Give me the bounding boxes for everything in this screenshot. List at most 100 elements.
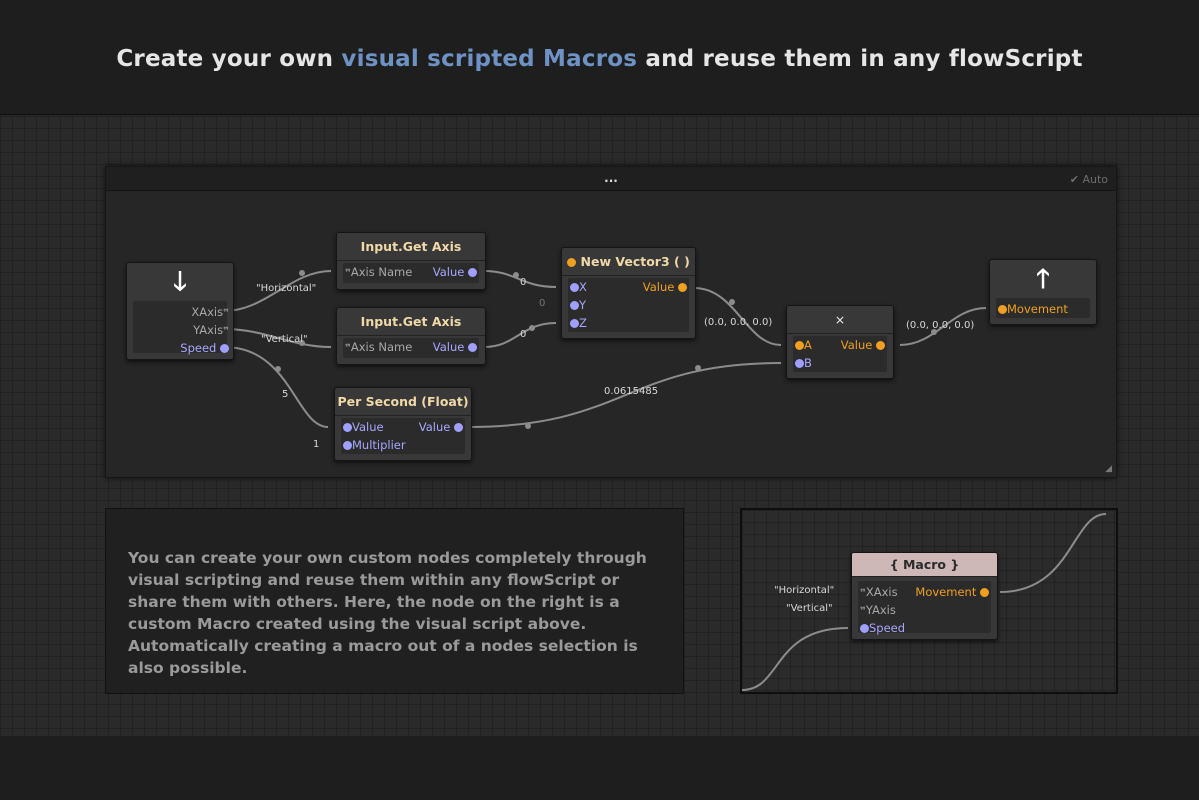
auto-label: Auto	[1082, 173, 1108, 186]
float-port-icon	[343, 441, 352, 450]
float-port-icon	[795, 359, 804, 368]
wire-label-x-zero: 0	[520, 277, 527, 288]
float-port-icon	[220, 344, 229, 353]
macro-preview-panel: { Macro } ❞XAxis ❞YAxis Speed Movement "…	[740, 508, 1118, 694]
vector-port-icon	[567, 258, 577, 267]
output-value[interactable]: Value	[419, 418, 463, 436]
get-axis-node-1[interactable]: Input.Get Axis ❞Axis Name Value	[336, 232, 486, 290]
macro-input-node[interactable]: 🡓 XAxis❞ YAxis❞ Speed	[126, 262, 234, 360]
node-title: Input.Get Axis	[337, 233, 485, 261]
wire-joint	[529, 325, 535, 331]
string-port-icon: ❞	[223, 326, 229, 337]
node-title: Per Second (Float)	[335, 388, 471, 416]
wire-x	[483, 270, 557, 288]
node-title: New Vector3 ( )	[562, 248, 695, 276]
wire-joint	[729, 299, 735, 305]
input-a[interactable]: A	[795, 336, 812, 354]
output-value[interactable]: Value	[841, 336, 885, 354]
input-yaxis[interactable]: ❞YAxis	[860, 603, 896, 617]
get-axis-node-2[interactable]: Input.Get Axis ❞Axis Name Value	[336, 307, 486, 365]
macro-output-node[interactable]: 🡑 Movement	[989, 259, 1097, 325]
arrow-up-icon: 🡑	[1036, 264, 1050, 294]
footer-bar	[0, 736, 1199, 800]
output-value[interactable]: Value	[433, 338, 477, 356]
wire-label-per-second-value: 0.0615485	[604, 386, 659, 397]
wire-label-vertical: "Vertical"	[261, 334, 308, 345]
output-movement[interactable]: Movement	[915, 583, 989, 601]
output-value[interactable]: Value	[433, 263, 477, 281]
input-y[interactable]: Y	[570, 296, 586, 314]
wire-vertical	[223, 328, 332, 348]
wire-joint	[695, 365, 701, 371]
graph-title: ...	[604, 171, 618, 185]
wire-joint	[299, 340, 305, 346]
macro-node[interactable]: { Macro } ❞XAxis ❞YAxis Speed Movement	[851, 552, 998, 640]
output-value[interactable]: Value	[643, 278, 687, 296]
macro-wire-layer	[742, 513, 1107, 691]
wire-layer	[223, 270, 987, 429]
wire-speed-in	[742, 627, 849, 691]
wire-vector-out	[693, 287, 782, 346]
wire-joint	[275, 366, 281, 372]
input-x[interactable]: X	[570, 278, 587, 296]
wire-speed	[223, 346, 329, 428]
input-b[interactable]: B	[795, 354, 812, 372]
float-port-icon	[468, 343, 477, 352]
wire-horizontal	[223, 270, 332, 312]
float-port-icon	[860, 624, 869, 633]
wire-label-speed-five: 5	[282, 389, 289, 400]
wire-joint	[299, 270, 305, 276]
input-z[interactable]: Z	[570, 314, 587, 332]
input-axis-name[interactable]: ❞Axis Name	[345, 265, 413, 279]
resize-handle-icon[interactable]: ◢	[1105, 464, 1112, 474]
node-title: ×	[787, 306, 893, 334]
vector-port-icon	[980, 588, 989, 597]
wire-label-z-zero: 0	[520, 329, 527, 340]
output-speed[interactable]: Speed	[180, 339, 229, 357]
string-port-icon: ❞	[223, 308, 229, 319]
input-multiplier[interactable]: Multiplier	[343, 436, 406, 454]
float-port-icon	[468, 268, 477, 277]
float-port-icon	[570, 319, 579, 328]
new-vector3-node[interactable]: New Vector3 ( ) X Y Z Value	[561, 247, 696, 339]
vector-port-icon	[998, 305, 1007, 314]
check-icon: ✔	[1069, 173, 1079, 186]
output-xaxis[interactable]: XAxis❞	[191, 305, 229, 319]
description-panel: You can create your own custom nodes com…	[105, 508, 684, 694]
vector-port-icon	[795, 341, 804, 350]
node-title: { Macro }	[852, 553, 997, 577]
wire-product-out	[899, 307, 987, 346]
wire-joint	[931, 329, 937, 335]
auto-toggle[interactable]: ✔ Auto	[1070, 173, 1108, 186]
wire-label-product-value: (0.0, 0.0, 0.0)	[906, 320, 975, 331]
headline-before: Create your own	[116, 46, 342, 72]
wire-joint	[513, 272, 519, 278]
wire-label-vector-value: (0.0, 0.0, 0.0)	[704, 317, 773, 328]
wire-joint	[525, 423, 531, 429]
node-title: Input.Get Axis	[337, 308, 485, 336]
vector-port-icon	[876, 341, 885, 350]
wire-label-multiplier-one: 1	[313, 439, 320, 450]
output-yaxis[interactable]: YAxis❞	[193, 323, 229, 337]
input-movement[interactable]: Movement	[998, 300, 1068, 318]
multiply-node[interactable]: × A B Value	[786, 305, 894, 379]
per-second-node[interactable]: Per Second (Float) Value Multiplier Valu…	[334, 387, 472, 461]
wire-movement-out	[999, 513, 1107, 593]
input-value[interactable]: Value	[343, 418, 384, 436]
string-port-icon: ❞	[860, 606, 866, 617]
input-speed[interactable]: Speed	[860, 619, 905, 637]
graph-editor-window[interactable]: ... ✔ Auto 🡓 XAxis❞ Y A	[105, 166, 1117, 478]
graph-titlebar: ... ✔ Auto	[106, 167, 1116, 191]
macro-label-horizontal: "Horizontal"	[774, 585, 835, 596]
arrow-down-icon: 🡓	[173, 267, 187, 297]
input-xaxis[interactable]: ❞XAxis	[860, 585, 898, 599]
float-port-icon	[570, 283, 579, 292]
headline-highlight: visual scripted Macros	[341, 46, 638, 72]
float-port-icon	[570, 301, 579, 310]
header-bar: Create your own visual scripted Macros a…	[0, 0, 1199, 115]
input-axis-name[interactable]: ❞Axis Name	[345, 340, 413, 354]
string-port-icon: ❞	[345, 343, 351, 354]
headline: Create your own visual scripted Macros a…	[0, 46, 1199, 72]
macro-label-vertical: "Vertical"	[786, 603, 833, 614]
description-text: You can create your own custom nodes com…	[128, 549, 647, 677]
